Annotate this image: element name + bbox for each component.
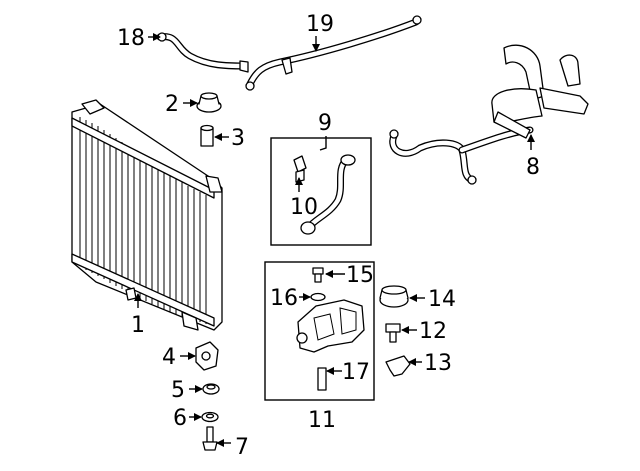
callout-7: 7: [235, 435, 249, 460]
part-11-box: [264, 261, 375, 401]
sensor-hose-part: [156, 32, 249, 73]
callout-3: 3: [231, 126, 245, 151]
bolt-part: [202, 426, 218, 451]
bracket-part: [195, 341, 219, 371]
callout-5: 5: [171, 378, 185, 403]
callout-16: 16: [270, 286, 298, 311]
callout-18: 18: [117, 26, 145, 51]
callout-2: 2: [165, 92, 179, 117]
callout-10: 10: [290, 195, 318, 220]
hose-assembly-part: [389, 44, 589, 185]
sleeve-part: [200, 124, 214, 147]
clip-part: [385, 355, 411, 377]
o-ring-part-16: [310, 292, 326, 302]
bolt-part-15: [312, 267, 324, 283]
vent-hose-part: [245, 15, 422, 91]
pipe-part: [300, 154, 356, 235]
callout-15: 15: [346, 263, 374, 288]
leader-lines: [134, 33, 535, 447]
thermostat-housing-part: [296, 299, 365, 353]
callout-14: 14: [428, 287, 456, 312]
callout-17: 17: [342, 360, 370, 385]
small-washer-part: [201, 411, 219, 423]
callout-19: 19: [306, 12, 334, 37]
washer-part: [202, 383, 220, 395]
callout-labels: 1 2 3 4 5 6 7 8 9 10 11 12 13 14 15 16 1…: [117, 12, 540, 460]
sensor-part-17: [317, 367, 327, 391]
bolt-part-12: [385, 323, 401, 343]
radiator: [71, 99, 223, 331]
callout-8: 8: [526, 155, 540, 180]
part-9-box: [270, 137, 372, 246]
callout-4: 4: [162, 345, 176, 370]
callout-9: 9: [318, 111, 332, 136]
cap-part: [379, 285, 409, 308]
callout-11: 11: [308, 408, 336, 433]
callout-1: 1: [131, 313, 145, 338]
callout-13: 13: [424, 351, 452, 376]
callout-6: 6: [173, 406, 187, 431]
callout-12: 12: [419, 319, 447, 344]
grommet-part: [196, 92, 222, 113]
fitting-part: [293, 155, 307, 183]
